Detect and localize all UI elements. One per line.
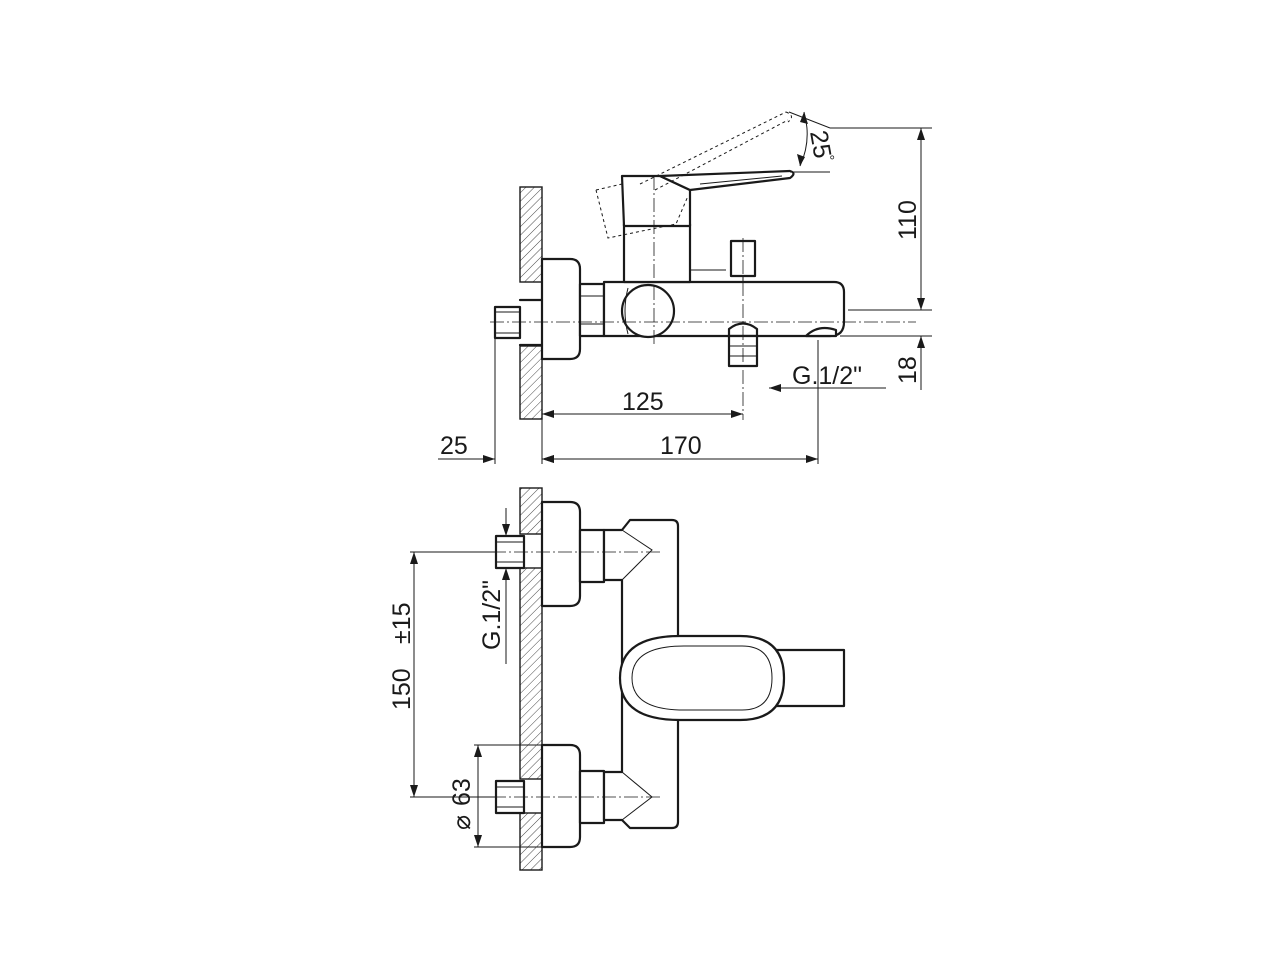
wall-section-side — [519, 186, 543, 283]
dim-diameter-symbol: ⌀ — [448, 815, 476, 830]
wall-section-side-lower — [519, 345, 543, 420]
escutcheon-upper — [540, 500, 582, 608]
lever-tilted-outline — [595, 111, 789, 239]
dim-angle-unit: ° — [821, 154, 838, 162]
dim-centers-label: 150 — [388, 668, 416, 710]
escutcheon-lower — [540, 743, 582, 849]
dim-drop-label: 18 — [894, 356, 922, 384]
dim-tolerance-label: ±15 — [388, 602, 416, 644]
lever-top-ellipse — [618, 634, 786, 722]
dim-height-label: 110 — [894, 200, 922, 240]
dim-outlet-thread-label: G.1/2" — [792, 362, 862, 390]
lever-handle — [658, 169, 795, 192]
side-view: 25 ° 110 18 G.1/2" 125 170 — [438, 111, 932, 464]
cartridge-column — [622, 222, 692, 284]
escutcheon-flange — [540, 257, 582, 361]
dim-angle-label: 25 — [804, 128, 836, 160]
wall-section-top-upper — [519, 487, 543, 535]
dim-inlet-thread-label: G.1/2" — [478, 580, 506, 650]
body-connector-circle — [620, 283, 676, 339]
coupling-nut — [578, 282, 606, 338]
wall-section-top-lower — [519, 812, 543, 871]
dim-total-projection-label: 170 — [660, 432, 702, 460]
wall-section-top-mid — [519, 567, 543, 780]
spout-tip — [804, 326, 838, 338]
inlet-connector-side — [493, 305, 522, 340]
top-view: 150 ±15 G.1/2" ⌀ 63 — [388, 487, 846, 871]
lever-top-inner — [631, 645, 773, 711]
dim-diameter-label: 63 — [448, 778, 476, 806]
dim-outlet-distance-label: 125 — [622, 388, 664, 416]
dim-wall-offset-label: 25 — [440, 432, 468, 460]
coupling-nut-upper — [578, 528, 606, 584]
